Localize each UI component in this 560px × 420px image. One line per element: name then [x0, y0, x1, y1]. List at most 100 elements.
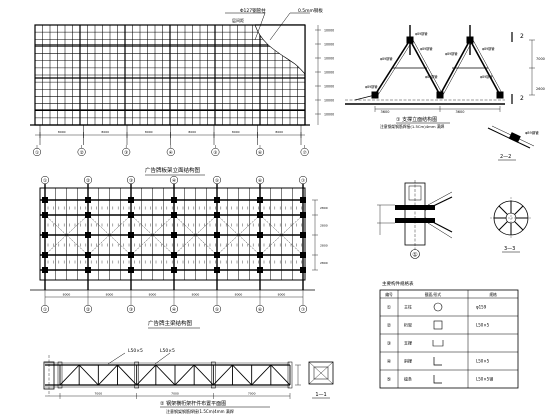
frame-member-label: φ89钢管 [420, 46, 433, 51]
plan-brace [44, 214, 89, 256]
axis-bubble [298, 304, 308, 314]
truss-callout: L50×5 [160, 348, 175, 354]
elevation-cutaway-mask [255, 25, 305, 74]
dim-text: 7000 [171, 392, 179, 396]
dim-text: 8000 [235, 293, 243, 297]
table-pipe-icon [433, 302, 443, 312]
dim-text: 8000 [58, 130, 66, 134]
dim-text: 7000 [95, 392, 103, 396]
plan-brace [130, 214, 175, 256]
frame-member-label: φ89钢管 [415, 31, 428, 36]
plan-node [128, 212, 134, 218]
dim-text: 8000 [145, 130, 153, 134]
dim-text: 10000 [324, 43, 334, 47]
axis-label: ③ [129, 178, 133, 184]
plan-node [85, 252, 91, 258]
table-box-icon [433, 320, 443, 330]
axis-label: ⑦ [303, 150, 307, 156]
elevation-cutaway-edge [254, 24, 306, 75]
axis-bubble [211, 147, 220, 157]
leader-line [107, 352, 126, 365]
plan-node [300, 232, 306, 238]
dim-text: 8000 [101, 130, 109, 134]
truss-diagonal [270, 364, 291, 386]
axis-bubble [83, 175, 93, 185]
column-cap [408, 185, 422, 201]
leader-line [269, 12, 291, 41]
node-marker-circle [410, 249, 420, 259]
column-node-detail: ① [377, 180, 453, 259]
plan-node [300, 212, 306, 218]
dim-text: 2800 [320, 244, 328, 248]
frame-dim: 7000 [536, 57, 545, 61]
leader-line [254, 12, 266, 41]
section-1-1-title: 1—1 [315, 392, 326, 398]
truss-diagonal [136, 364, 157, 386]
plan-node [42, 232, 48, 238]
plan-node [171, 232, 177, 238]
plan-brace [216, 214, 261, 256]
truss-diagonal [174, 364, 195, 386]
axis-bubble [83, 304, 93, 314]
plan-node [42, 267, 48, 273]
plan-node [300, 267, 306, 273]
plan-node [214, 232, 220, 238]
frame-node-plate [406, 36, 414, 44]
plan-node [85, 212, 91, 218]
elevation-callout-right: 0.5mm钢板 [298, 7, 323, 14]
dim-text: 8000 [188, 130, 196, 134]
node-brace [427, 191, 453, 206]
axis-bubble [166, 147, 175, 157]
elevation-callouts: Φ127钢管柱 层间距 0.5mm钢板 [225, 7, 323, 41]
dim-text: 8000 [106, 293, 114, 297]
section-3-3-title: 3—3 [504, 246, 515, 252]
truss-diagonal [251, 364, 272, 386]
truss-subtitle: 注意钢架钢筋焊接(1.5Cm)4mm 满焊 [166, 408, 234, 414]
axis-bubble [212, 304, 222, 314]
table-cell-spec: L50×5 [476, 359, 490, 364]
axis-label: ② [86, 178, 90, 184]
axis-label: ② [80, 150, 84, 156]
truss-diagonal [232, 364, 252, 386]
axis-label: ① [43, 307, 47, 313]
plan-node [128, 197, 134, 203]
table-cell-name: 斜撑 [404, 358, 412, 364]
plan-node [128, 232, 134, 238]
table-header-cell: 编号 [385, 292, 393, 297]
plan-brace [44, 214, 89, 256]
plan-brace [259, 214, 304, 256]
axis-label: ⑥ [258, 178, 262, 184]
axis-label: ⑤ [213, 150, 217, 156]
frame-section-mark: 2 [520, 95, 524, 102]
node-brace [424, 217, 453, 233]
frame-node-plate [496, 91, 504, 99]
support-frame-elevation: φ89钢管φ89钢管φ89钢管φ89钢管φ89钢管φ89钢管φ89钢管φ89钢管… [345, 25, 545, 129]
axis-label: ④ [172, 307, 176, 313]
plan-node [42, 252, 48, 258]
plan-node [300, 197, 306, 203]
truss-diagonal [59, 364, 80, 386]
frame-main-member [374, 39, 411, 96]
axis-bubble [255, 147, 265, 157]
table-cell-id: ② [387, 323, 392, 329]
axis-label: ① [35, 150, 39, 156]
table-channel-icon [432, 340, 444, 347]
axis-label: ① [43, 178, 47, 184]
table-cell-id: ⑤ [387, 377, 391, 383]
frame-member-flange [472, 39, 504, 96]
table-cell-name: 檩条 [404, 376, 412, 382]
plan-node [85, 267, 91, 273]
dim-text: 8000 [192, 293, 200, 297]
axis-bubble [212, 175, 222, 185]
truss-connection-plate [211, 361, 216, 389]
elevation-view: Φ127钢管柱 层间距 0.5mm钢板 10000100001000010000… [30, 7, 334, 176]
axis-bubble [122, 147, 131, 157]
plan-node [42, 197, 48, 203]
dim-text: 8000 [149, 293, 157, 297]
axis-bubble [169, 304, 179, 314]
axis-bubble [32, 147, 42, 157]
